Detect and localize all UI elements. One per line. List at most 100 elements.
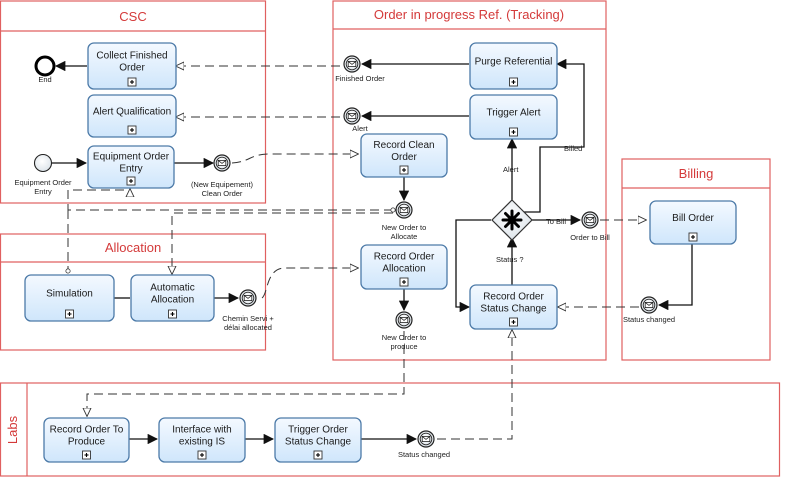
- msg-allocate-to-entry: [67, 189, 393, 210]
- task-label: Order: [391, 152, 417, 163]
- task-alert-qualification[interactable]: Alert Qualification: [87, 94, 177, 138]
- envelope-icon: [243, 294, 253, 301]
- envelope-icon: [347, 113, 357, 120]
- event-label: Alert: [352, 124, 368, 133]
- task-label: Allocation: [151, 295, 194, 306]
- task-label: Record Order: [374, 252, 435, 263]
- flow-bill-to-status-event: [657, 244, 693, 311]
- task-label: Status Change: [480, 304, 547, 315]
- event-label: Order to Bill: [570, 233, 610, 242]
- task-label: Record Clean: [373, 140, 434, 151]
- task-label: Trigger Order: [288, 425, 348, 436]
- status-gateway[interactable]: [491, 199, 533, 241]
- plus-square-icon: [82, 450, 91, 460]
- msg-clean-order-to-record-clean: [231, 154, 358, 164]
- event-label: Equipment Order: [14, 178, 72, 187]
- event-end[interactable]: End: [34, 55, 56, 84]
- plus-square-icon: [127, 125, 137, 135]
- msg-status-changed-labs: [437, 330, 512, 440]
- plus-square-icon: [168, 309, 177, 319]
- pool-allocation: Allocation: [0, 233, 267, 351]
- flow-gateway-to-purge: [520, 58, 585, 213]
- task-label: Entry: [119, 164, 142, 175]
- task-simulation[interactable]: Simulation: [24, 274, 115, 322]
- task-label: Simulation: [46, 289, 93, 300]
- event-label: Chemin Servi +: [222, 314, 274, 323]
- event-label: Entry: [34, 187, 52, 196]
- pool-title-labs: Labs: [5, 415, 20, 444]
- task-label: existing IS: [179, 437, 225, 448]
- task-label: Allocation: [382, 264, 425, 275]
- pool-billing: Billing: [621, 158, 771, 361]
- plus-square-icon: [65, 309, 74, 319]
- msg-allocate-to-automatic: [172, 212, 393, 274]
- event-status-changed-billing[interactable]: Status changed: [623, 296, 675, 324]
- task-label: Record Order To: [50, 425, 124, 436]
- event-label: Status changed: [623, 315, 675, 324]
- task-trigger-alert[interactable]: Trigger Alert: [469, 94, 558, 140]
- envelope-icon: [347, 61, 357, 68]
- plus-square-icon: [127, 77, 137, 87]
- task-label: Record Order: [483, 292, 544, 303]
- pool-title-allocation: Allocation: [105, 240, 161, 255]
- event-chemin-servi[interactable]: Chemin Servi +délai allocated: [222, 289, 274, 332]
- event-label: New Order to: [382, 333, 427, 342]
- msg-produce-to-record-produce: [87, 331, 405, 416]
- event-order-to-bill[interactable]: Order to Bill: [570, 211, 610, 242]
- envelope-icon: [421, 435, 431, 442]
- flow-label-alert: Alert: [503, 165, 519, 174]
- envelope-icon: [644, 301, 654, 308]
- pool-title-billing: Billing: [679, 166, 714, 181]
- plus-square-icon: [126, 176, 136, 186]
- asterisk-icon: [501, 209, 523, 231]
- event-label: End: [38, 75, 51, 84]
- task-bill-order[interactable]: Bill Order: [649, 200, 737, 245]
- envelope-icon: [217, 159, 227, 166]
- pool-title-csc: CSC: [119, 9, 146, 24]
- plus-square-icon: [688, 232, 698, 242]
- task-label: Collect Finished: [96, 51, 167, 62]
- pool-tracking: Order in progress Ref. (Tracking): [332, 0, 607, 361]
- plus-square-icon: [509, 127, 518, 137]
- event-finished-order[interactable]: Finished Order: [335, 55, 385, 83]
- event-status-changed-labs[interactable]: Status changed: [398, 430, 450, 459]
- plus-square-icon: [197, 450, 207, 460]
- plus-square-icon: [313, 450, 323, 460]
- event-label: Finished Order: [335, 74, 385, 83]
- event-label: Allocate: [391, 232, 418, 241]
- plus-square-icon: [399, 277, 409, 287]
- task-label: Status Change: [285, 437, 352, 448]
- event-label: (New Equipement): [191, 180, 254, 189]
- task-label: Order: [119, 63, 145, 74]
- event-label: produce: [390, 342, 417, 351]
- task-label: Purge Referential: [475, 57, 553, 68]
- envelope-icon: [399, 206, 409, 213]
- pool-title-tracking: Order in progress Ref. (Tracking): [374, 7, 564, 22]
- task-label: Bill Order: [672, 213, 714, 224]
- event-label: délai allocated: [224, 323, 272, 332]
- event-alert[interactable]: Alert: [343, 107, 369, 133]
- plus-square-icon: [509, 77, 518, 87]
- flow-label-to-bill: To Bill: [546, 217, 566, 226]
- task-purge-referential[interactable]: Purge Referential: [469, 42, 558, 90]
- event-new-equipment-clean-order[interactable]: (New Equipement)Clean Order: [191, 154, 254, 198]
- envelope-icon: [585, 216, 595, 223]
- pool-labs: Labs: [0, 382, 781, 477]
- task-label: Interface with: [172, 425, 231, 436]
- event-label: Clean Order: [202, 189, 243, 198]
